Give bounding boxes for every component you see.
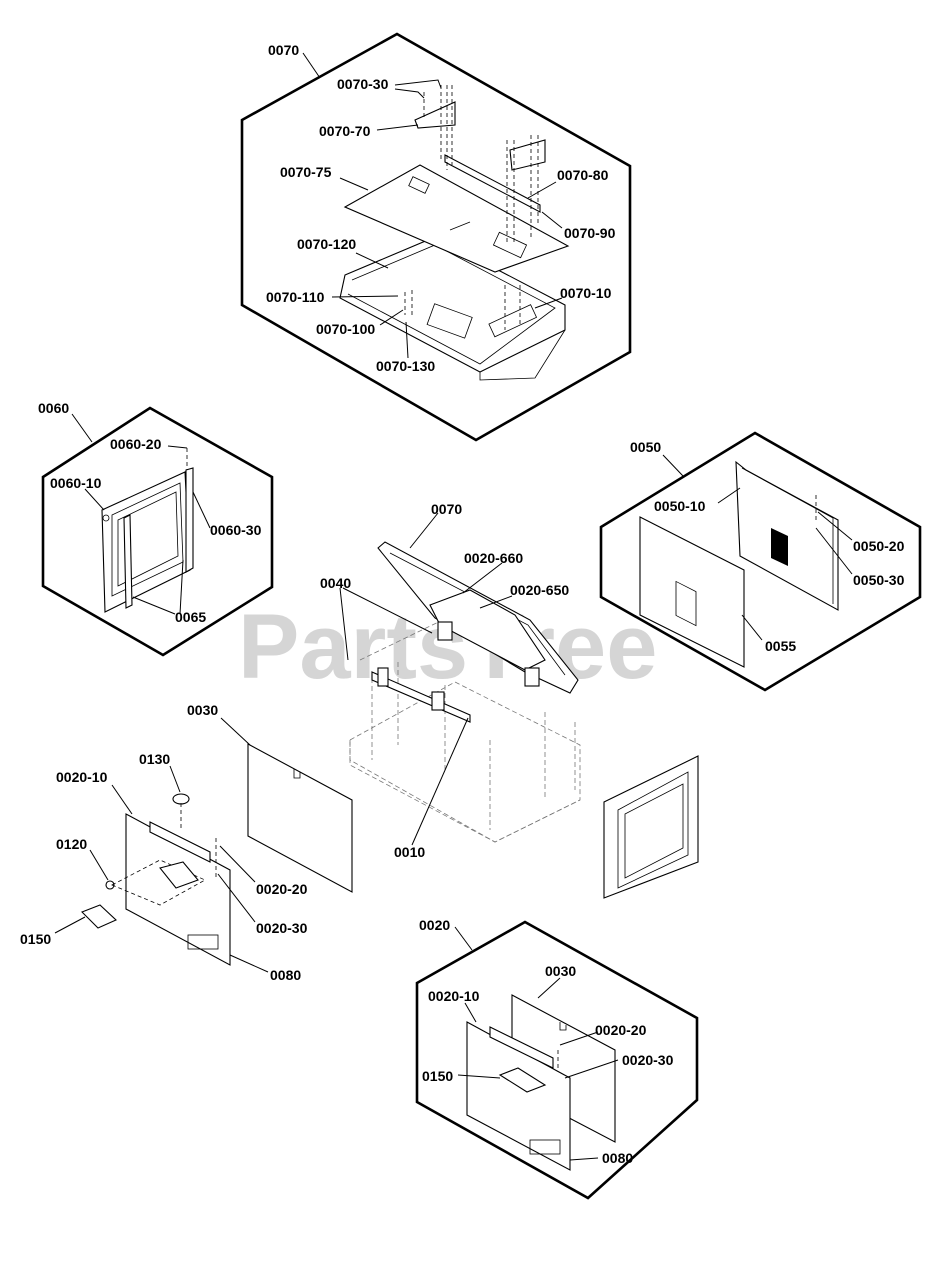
label-0070-120: 0070-120 bbox=[297, 236, 356, 252]
label-0070-80: 0070-80 bbox=[557, 167, 609, 183]
label-0065: 0065 bbox=[175, 609, 206, 625]
label-0070-100: 0070-100 bbox=[316, 321, 375, 337]
label-0030-left: 0030 bbox=[187, 702, 218, 718]
label-0020-10-right: 0020-10 bbox=[428, 988, 480, 1004]
callout-0020-panel bbox=[415, 920, 699, 1200]
label-0020-660: 0020-660 bbox=[464, 550, 523, 566]
label-0070-mid: 0070 bbox=[431, 501, 462, 517]
label-0050: 0050 bbox=[630, 439, 661, 455]
label-0060-30: 0060-30 bbox=[210, 522, 262, 538]
label-0080-left: 0080 bbox=[270, 967, 301, 983]
label-0040: 0040 bbox=[320, 575, 351, 591]
label-0050-20: 0050-20 bbox=[853, 538, 905, 554]
label-0150-right: 0150 bbox=[422, 1068, 453, 1084]
label-0070-30: 0070-30 bbox=[337, 76, 389, 92]
callout-0070-roof bbox=[240, 32, 632, 442]
left-side-panel-exploded bbox=[54, 717, 353, 973]
label-0130: 0130 bbox=[139, 751, 170, 767]
label-0150-left: 0150 bbox=[20, 931, 51, 947]
label-0070-90: 0070-90 bbox=[564, 225, 616, 241]
label-0080-right: 0080 bbox=[602, 1150, 633, 1166]
label-0060-20: 0060-20 bbox=[110, 436, 162, 452]
part-labels: 0070 0070-30 0070-70 0070-75 0070-80 007… bbox=[20, 42, 905, 1166]
label-0055: 0055 bbox=[765, 638, 796, 654]
label-0020-30-left: 0020-30 bbox=[256, 920, 308, 936]
label-0020-650: 0020-650 bbox=[510, 582, 569, 598]
label-0010: 0010 bbox=[394, 844, 425, 860]
label-0070-10: 0070-10 bbox=[560, 285, 612, 301]
label-0070-75: 0070-75 bbox=[280, 164, 332, 180]
label-0120: 0120 bbox=[56, 836, 87, 852]
label-0070-70: 0070-70 bbox=[319, 123, 371, 139]
callout-0050-panel bbox=[599, 431, 922, 692]
label-0020-20-left: 0020-20 bbox=[256, 881, 308, 897]
label-0020: 0020 bbox=[419, 917, 450, 933]
center-enclosure-assembly bbox=[339, 512, 581, 846]
callout-0060-door bbox=[41, 406, 274, 657]
label-0020-30-right: 0020-30 bbox=[622, 1052, 674, 1068]
label-0050-30: 0050-30 bbox=[853, 572, 905, 588]
label-0020-20-right: 0020-20 bbox=[595, 1022, 647, 1038]
label-0020-10-left: 0020-10 bbox=[56, 769, 108, 785]
label-0070-top: 0070 bbox=[268, 42, 299, 58]
label-0070-130: 0070-130 bbox=[376, 358, 435, 374]
label-0030-right: 0030 bbox=[545, 963, 576, 979]
label-0060-10: 0060-10 bbox=[50, 475, 102, 491]
label-0060: 0060 bbox=[38, 400, 69, 416]
label-0070-110: 0070-110 bbox=[266, 289, 325, 305]
side-door-assembly bbox=[603, 755, 699, 899]
label-0050-10: 0050-10 bbox=[654, 498, 706, 514]
